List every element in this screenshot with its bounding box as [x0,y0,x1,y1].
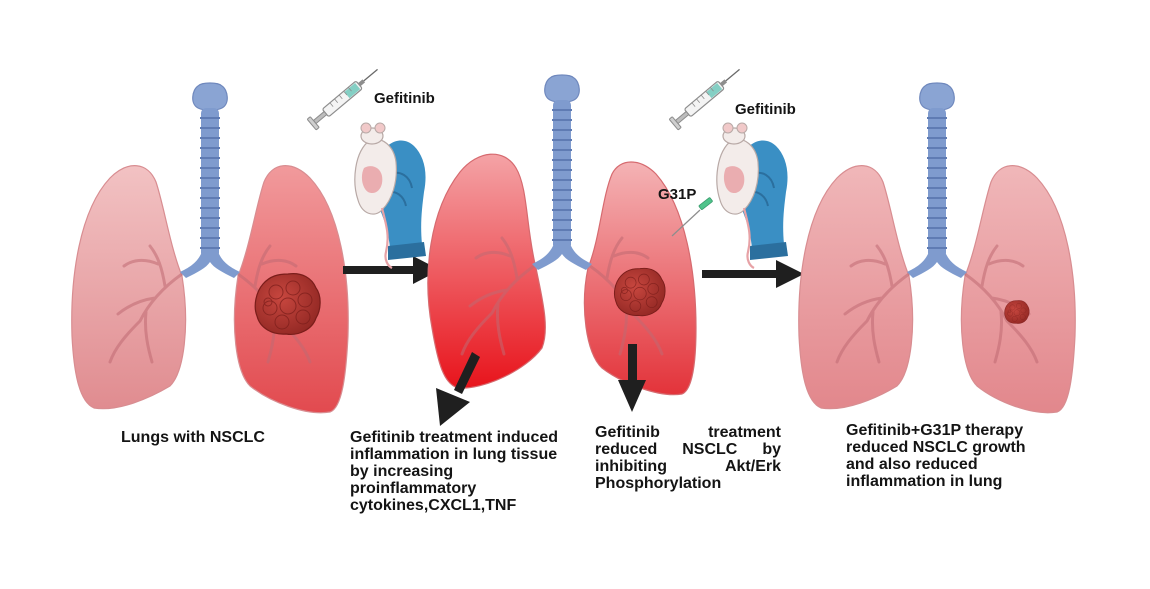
left-lung-inflamed [427,153,546,389]
drug-label-gefitinib-1: Gefitinib [374,90,435,107]
tumor-small [1004,300,1030,324]
tumor-reduced [613,267,666,317]
arrow-to-akt-erk-caption [618,344,646,412]
arrow-stage-1-to-2 [343,256,440,284]
drug-label-gefitinib-2: Gefitinib [735,101,796,118]
caption-gefitinib-akt-erk: Gefitinib treatment reduced NSCLC by inh… [595,424,781,492]
caption-gefitinib-inflammation: Gefitinib treatment induced inflammation… [350,429,559,514]
left-lung [798,165,914,410]
lungs-gefitinib-treated [427,74,697,396]
drug-label-g31p: G31P [658,186,697,203]
caption-lungs-with-nsclc: Lungs with NSCLC [121,429,265,446]
arrow-to-inflammation-caption [436,352,480,426]
lungs-nsclc [71,82,349,414]
tumor [254,273,321,335]
lungs-combination-therapy [798,82,1076,414]
right-lung [960,165,1076,414]
caption-combination-therapy: Gefitinib+G31P therapy reduced NSCLC gro… [846,422,1026,490]
left-lung [71,165,187,410]
g31p-syringe [671,197,713,237]
arrow-stage-2-to-3 [702,260,804,288]
injection-gefitinib-g31p [668,62,790,270]
